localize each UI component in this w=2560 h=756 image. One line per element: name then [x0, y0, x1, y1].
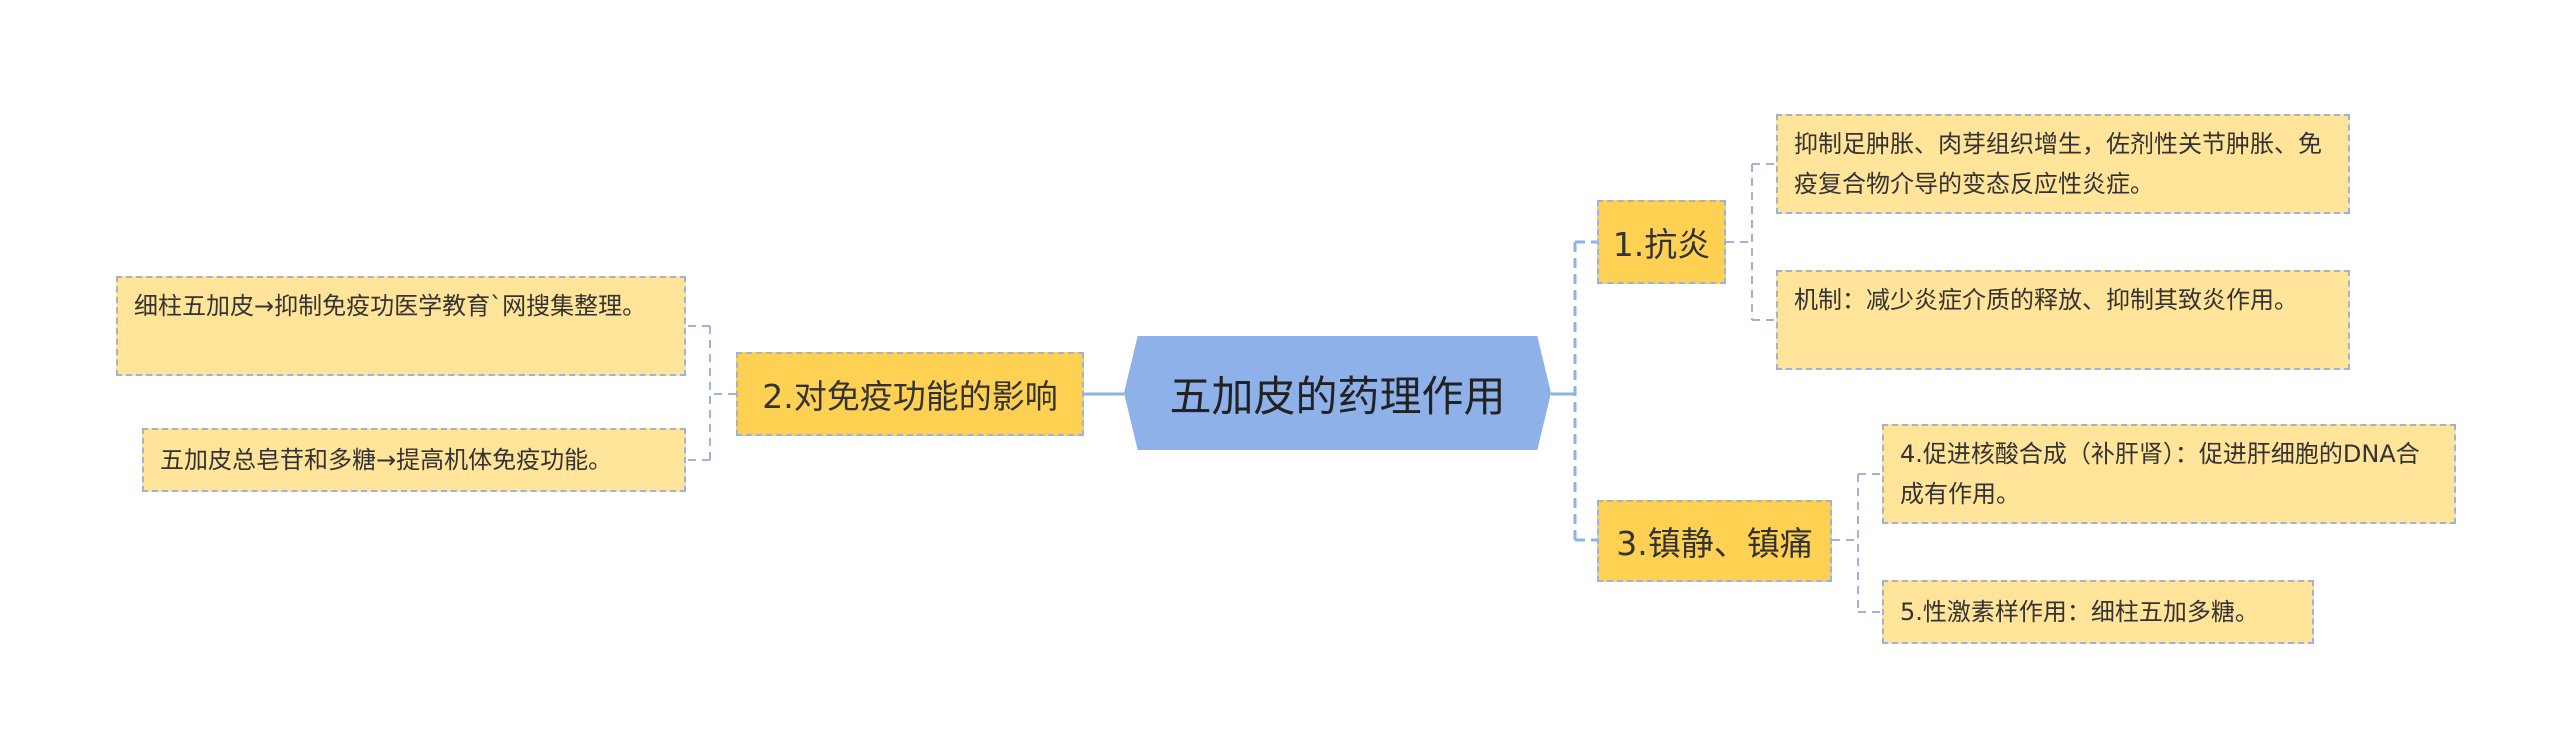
- leaf-sedative-1[interactable]: 4.促进核酸合成（补肝肾）：促进肝细胞的DNA合成有作用。: [1882, 424, 2456, 524]
- branch-sedative-analgesic[interactable]: 3.镇静、镇痛: [1597, 500, 1832, 582]
- connector-sedative-to-leaves: [1832, 473, 1882, 613]
- leaf-text: 抑制足肿胀、肉芽组织增生，佐剂性关节肿胀、免疫复合物介导的变态反应性炎症。: [1794, 130, 2322, 198]
- leaf-text: 5.性激素样作用：细柱五加多糖。: [1900, 598, 2259, 626]
- leaf-immune-1[interactable]: 细柱五加皮→抑制免疫功医学教育`网搜集整理。: [116, 276, 686, 376]
- leaf-text: 细柱五加皮→抑制免疫功医学教育`网搜集整理。: [134, 292, 647, 320]
- leaf-sedative-2[interactable]: 5.性激素样作用：细柱五加多糖。: [1882, 580, 2314, 644]
- leaf-anti-inflammatory-2[interactable]: 机制：减少炎症介质的释放、抑制其致炎作用。: [1776, 270, 2350, 370]
- root-node[interactable]: 五加皮的药理作用: [1124, 336, 1551, 450]
- leaf-text: 五加皮总皂苷和多糖→提高机体免疫功能。: [160, 446, 613, 474]
- branch-label: 1.抗炎: [1612, 225, 1711, 264]
- connector-anti-to-leaves: [1726, 163, 1776, 321]
- branch-label: 3.镇静、镇痛: [1616, 524, 1813, 563]
- root-label: 五加皮的药理作用: [1169, 371, 1506, 421]
- branch-label: 2.对免疫功能的影响: [762, 377, 1058, 416]
- branch-immune[interactable]: 2.对免疫功能的影响: [736, 352, 1084, 436]
- leaf-anti-inflammatory-1[interactable]: 抑制足肿胀、肉芽组织增生，佐剂性关节肿胀、免疫复合物介导的变态反应性炎症。: [1776, 114, 2350, 214]
- connector-immune-to-leaves: [686, 325, 736, 461]
- branch-anti-inflammatory[interactable]: 1.抗炎: [1597, 200, 1726, 284]
- leaf-immune-2[interactable]: 五加皮总皂苷和多糖→提高机体免疫功能。: [142, 428, 686, 492]
- leaf-text: 机制：减少炎症介质的释放、抑制其致炎作用。: [1794, 286, 2298, 314]
- leaf-text: 4.促进核酸合成（补肝肾）：促进肝细胞的DNA合成有作用。: [1900, 440, 2420, 508]
